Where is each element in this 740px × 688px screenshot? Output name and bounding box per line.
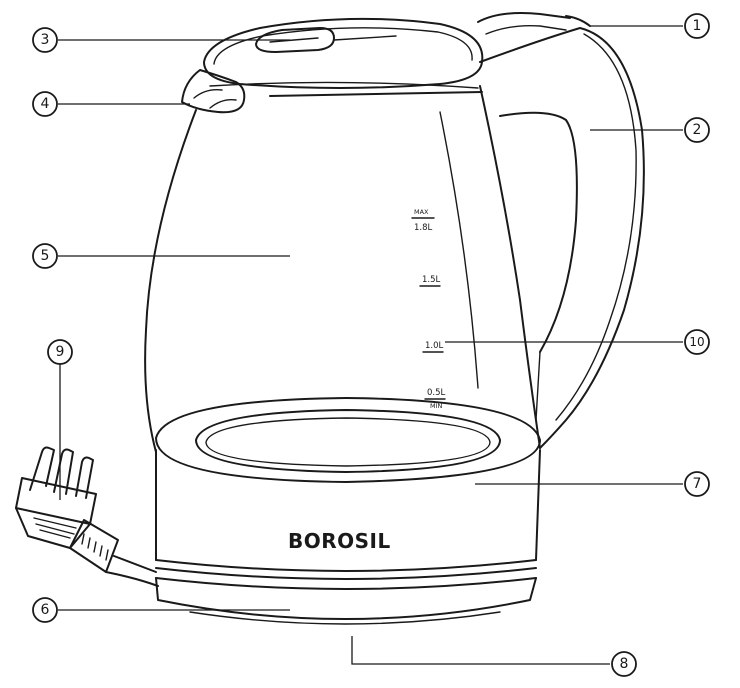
svg-text:9: 9 (56, 344, 65, 360)
kettle-collar (155, 397, 541, 572)
kettle-lid (203, 17, 484, 89)
callout-5: 5 (32, 243, 58, 269)
svg-text:8: 8 (620, 656, 629, 672)
power-plug (15, 446, 159, 587)
svg-text:7: 7 (693, 476, 702, 492)
brand-logo: BOROSIL (288, 529, 391, 553)
kettle-body (144, 81, 541, 453)
min-label: MIN (430, 402, 443, 410)
callout-1: 1 (684, 13, 710, 39)
callout-4: 4 (32, 91, 58, 117)
callout-8: 8 (611, 651, 637, 677)
kettle-base (155, 567, 537, 625)
kettle-spout (181, 69, 246, 114)
svg-text:3: 3 (41, 32, 50, 48)
svg-text:4: 4 (41, 96, 50, 112)
callout-leaders (58, 25, 683, 665)
callout-6: 6 (32, 597, 58, 623)
callout-3: 3 (32, 27, 58, 53)
svg-text:2: 2 (693, 122, 702, 138)
callout-2: 2 (684, 117, 710, 143)
max-label: MAX (414, 208, 429, 216)
svg-text:5: 5 (41, 248, 50, 264)
svg-text:10: 10 (689, 335, 704, 349)
callout-10: 10 (684, 329, 710, 355)
callout-9: 9 (47, 339, 73, 365)
scale-0-5-label: 0.5L (427, 388, 446, 398)
callout-7: 7 (684, 471, 710, 497)
max-value-label: 1.8L (414, 223, 433, 233)
kettle-handle (479, 27, 645, 449)
svg-text:6: 6 (41, 602, 50, 618)
scale-1-5-label: 1.5L (422, 275, 441, 285)
scale-1-0-label: 1.0L (425, 341, 444, 351)
top-lid-lock (477, 12, 591, 35)
svg-text:1: 1 (693, 18, 702, 34)
water-level-scale: MAX 1.8L 1.5L 1.0L 0.5L MIN (411, 208, 446, 410)
